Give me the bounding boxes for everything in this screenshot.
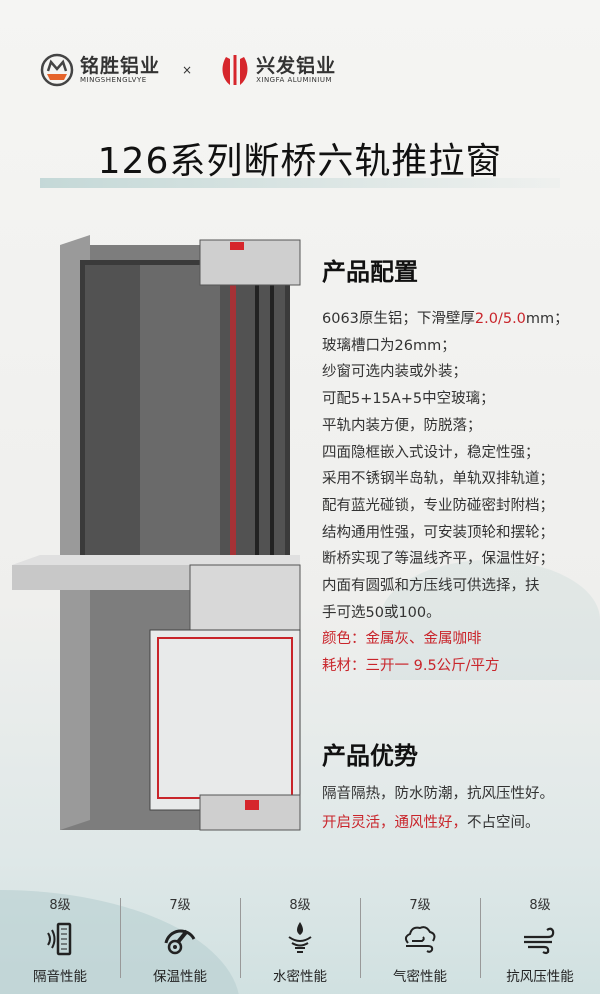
config-line: 断桥实现了等温线齐平，保温性好；	[322, 551, 554, 568]
config-line: 采用不锈钢半岛轨，单轨双排轨道；	[322, 471, 554, 488]
performance-ratings: 8级 隔音性能 7级 保温性能 8级 水密性能 7级 气密性能 8级 抗风压性能	[0, 888, 600, 988]
sound-insulation-icon	[47, 922, 72, 956]
rating-air: 7级 气密性能	[360, 888, 480, 988]
config-list: 6063原生铝；下滑壁厚2.0/5.0mm； 玻璃槽口为26mm； 纱窗可选内装…	[322, 306, 592, 680]
color-options: 颜色：金属灰、金属咖啡	[322, 631, 482, 648]
config-line: 结构通用性强，可安装顶轮和摆轮；	[322, 524, 554, 541]
config-line: 纱窗可选内装或外装；	[322, 364, 467, 381]
title-underline	[40, 178, 560, 188]
config-heading: 产品配置	[322, 258, 418, 286]
config-line: 玻璃槽口为26mm；	[322, 337, 456, 354]
rating-water: 8级 水密性能	[240, 888, 360, 988]
advantages-list: 隔音隔热，防水防潮，抗风压性好。 开启灵活，通风性好，不占空间。	[322, 786, 554, 831]
page-title: 126系列断桥六轨推拉窗	[97, 141, 503, 182]
mountain-decoration	[380, 560, 600, 680]
config-line: 平轨内装方便，防脱落；	[322, 417, 482, 434]
config-line: 手可选50或100。	[322, 604, 441, 621]
rating-sound: 8级 隔音性能	[33, 898, 87, 985]
wind-icon	[524, 927, 555, 955]
rating-thermal: 7级 保温性能	[120, 888, 240, 988]
water-drop-icon	[288, 922, 312, 953]
footer-strip	[0, 994, 600, 1006]
thermometer-icon	[164, 929, 196, 955]
window-cross-section-image	[12, 235, 301, 831]
rating-wind: 8级 抗风压性能	[480, 888, 600, 988]
mingsheng-emblem-icon	[40, 53, 74, 87]
config-line: 内面有圆弧和方压线可供选择，扶	[322, 578, 540, 595]
cloud-wind-icon	[404, 926, 436, 953]
config-line: 可配5+15A+5中空玻璃；	[322, 391, 495, 408]
xingfa-emblem-icon	[222, 55, 248, 85]
config-line: 配有蓝光碰锁，专业防碰密封附档；	[322, 497, 554, 514]
advantages-heading: 产品优势	[322, 742, 418, 770]
material-usage: 耗材：三开一 9.5公斤/平方	[322, 658, 500, 675]
config-line: 四面隐框嵌入式设计，稳定性强；	[322, 444, 540, 461]
config-line: 6063原生铝；下滑壁厚2.0/5.0mm；	[322, 311, 569, 327]
